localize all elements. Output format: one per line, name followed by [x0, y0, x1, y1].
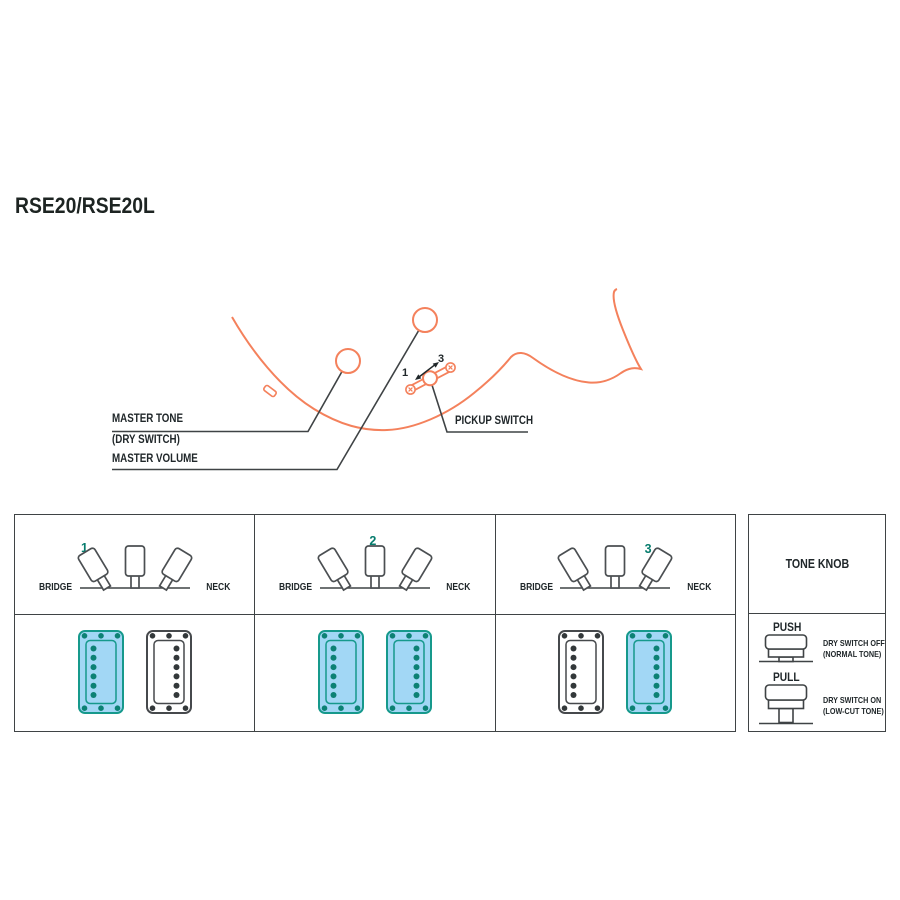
switch-screw-1 — [405, 384, 416, 395]
pull-description: DRY SWITCH ON (LOW-CUT TONE) — [823, 695, 884, 716]
switch-lever-tip — [422, 370, 438, 387]
master-volume-leader-line — [112, 329, 420, 471]
master-volume-label: MASTER VOLUME — [112, 453, 198, 465]
position-number: 2 — [369, 534, 377, 548]
pickup-diagram-position-2 — [255, 615, 494, 728]
pull-desc-line1: DRY SWITCH ON — [823, 695, 882, 705]
bridge-label: BRIDGE — [279, 582, 313, 593]
lever-switch-graphic — [556, 545, 674, 593]
switch-diagram-position-2: 2 BRIDGE NECK — [255, 515, 495, 615]
pickup-selector-table: 1 BRIDGE NECK 2 — [14, 514, 736, 732]
tone-knob-title: TONE KNOB — [785, 557, 849, 571]
dry-switch-label: (DRY SWITCH) — [112, 434, 180, 446]
push-pull-section: PUSH DRY SWITCH OFF (NORMAL TONE) PULL D… — [749, 614, 885, 728]
pickup-switch-assembly — [405, 362, 456, 395]
pickup-diagram-position-3 — [496, 615, 735, 728]
knob-pulled-icon — [759, 684, 813, 725]
pickup-switch-label: PICKUP SWITCH — [455, 415, 534, 427]
position-number: 1 — [81, 541, 88, 555]
switch-diagram-position-3: 3 BRIDGE NECK — [495, 515, 735, 615]
master-volume-knob — [412, 307, 438, 333]
pull-desc-line2: (LOW-CUT TONE) — [823, 705, 884, 716]
output-jack — [263, 384, 277, 398]
neck-pickup-active — [626, 630, 672, 714]
bridge-pickup-active — [78, 630, 124, 714]
tone-knob-header: TONE KNOB — [749, 515, 885, 614]
neck-label: NECK — [686, 582, 711, 593]
switch-screw-3 — [445, 362, 456, 373]
page-title: RSE20/RSE20L — [15, 193, 155, 218]
master-tone-label: MASTER TONE — [112, 413, 183, 425]
neck-pickup-active — [386, 630, 432, 714]
push-desc-line2: (NORMAL TONE) — [823, 648, 882, 659]
guitar-body-outline — [231, 288, 644, 432]
switch-diagram-position-1: 1 BRIDGE NECK — [15, 515, 255, 615]
neck-label: NECK — [206, 582, 231, 593]
tone-knob-panel: TONE KNOB PUSH DRY SWITCH OFF (NORMAL TO… — [748, 514, 886, 732]
neck-pickup-inactive — [146, 630, 192, 714]
switch-position-3-label: 3 — [438, 353, 445, 365]
selector-column-position-1: 1 BRIDGE NECK — [15, 515, 256, 731]
knob-pushed-icon — [759, 634, 813, 663]
position-number: 3 — [644, 542, 652, 556]
switch-position-1-label: 1 — [402, 367, 409, 379]
bridge-pickup-active — [318, 630, 364, 714]
neck-label: NECK — [446, 582, 471, 593]
bridge-pickup-inactive — [558, 630, 604, 714]
lever-switch-graphic — [316, 545, 434, 593]
selector-column-position-2: 2 BRIDGE NECK — [255, 515, 496, 731]
master-tone-leader-line — [112, 371, 343, 433]
bridge-label: BRIDGE — [519, 582, 553, 593]
pickup-switch-leader-line — [431, 384, 528, 433]
pickup-diagram-position-1 — [15, 615, 254, 728]
selector-column-position-3: 3 BRIDGE NECK — [495, 515, 735, 731]
push-label: PUSH — [773, 620, 802, 634]
push-description: DRY SWITCH OFF (NORMAL TONE) — [823, 638, 885, 659]
lever-switch-graphic — [76, 545, 194, 593]
bridge-label: BRIDGE — [39, 582, 73, 593]
push-desc-line1: DRY SWITCH OFF — [823, 638, 885, 648]
pull-label: PULL — [773, 670, 800, 684]
switch-range-arrow — [415, 362, 439, 380]
master-tone-knob — [335, 348, 361, 374]
